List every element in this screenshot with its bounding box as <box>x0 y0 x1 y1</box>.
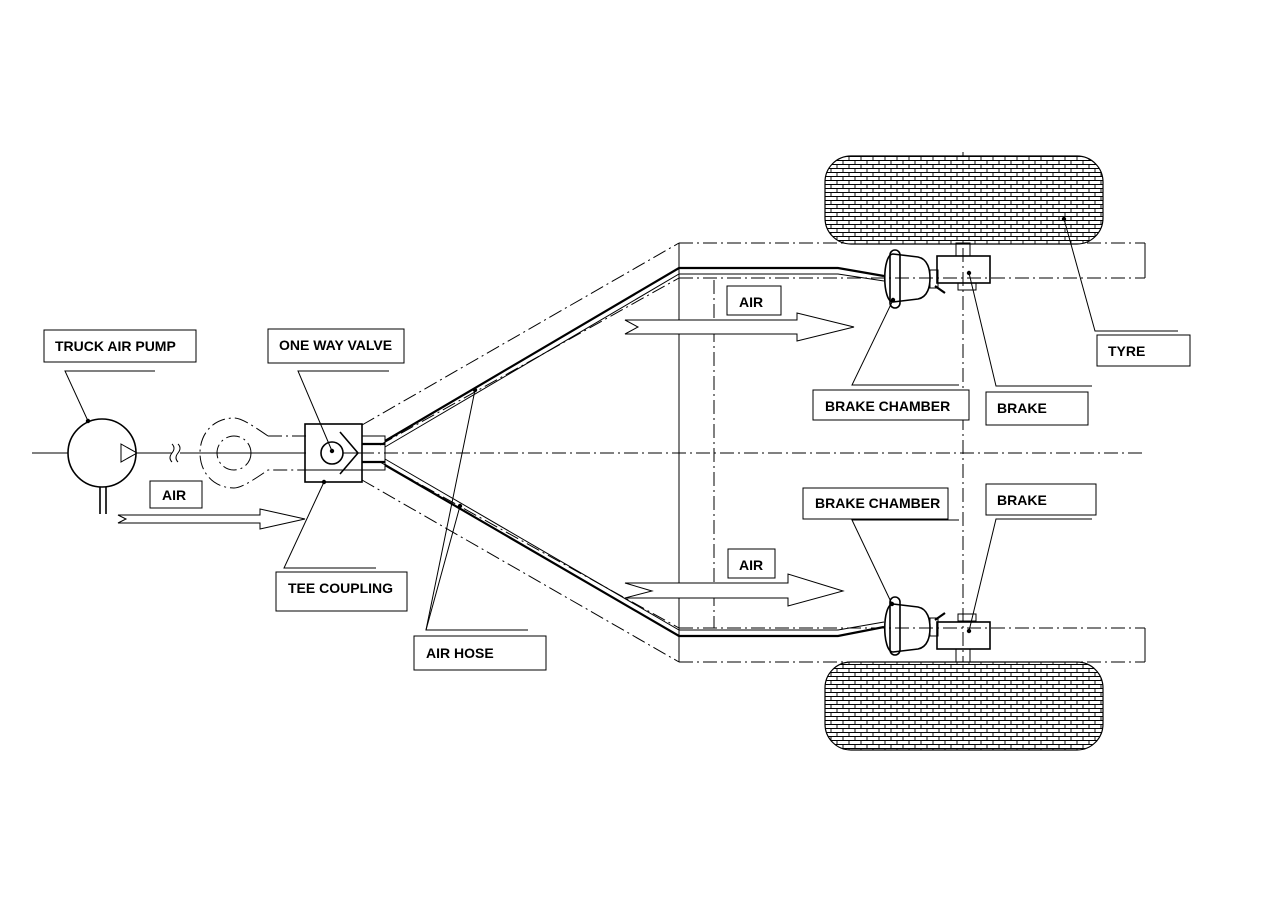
label-brake-chamber-bottom-text: BRAKE CHAMBER <box>815 495 940 511</box>
tyre-bottom <box>824 661 1104 751</box>
brake-assembly-top <box>884 242 991 309</box>
leader-lines <box>64 216 1178 634</box>
label-air-hose: AIR HOSE <box>413 635 547 671</box>
label-tyre: TYRE <box>1096 334 1191 367</box>
truck-air-pump <box>32 418 306 514</box>
label-brake-top: BRAKE <box>985 391 1089 426</box>
air-arrow-top <box>624 312 855 342</box>
label-air-bottom: AIR <box>727 548 776 579</box>
label-one-way-valve: ONE WAY VALVE <box>267 328 405 364</box>
label-tee-coupling: TEE COUPLING <box>275 571 408 612</box>
label-brake-top-text: BRAKE <box>997 400 1047 416</box>
air-arrow-bottom <box>624 573 845 607</box>
label-truck-air-pump: TRUCK AIR PUMP <box>43 329 197 363</box>
label-brake-chamber-bottom: BRAKE CHAMBER <box>802 487 949 520</box>
air-arrow-pump <box>117 508 306 530</box>
label-tyre-text: TYRE <box>1108 343 1145 359</box>
label-truck-air-pump-text: TRUCK AIR PUMP <box>55 338 176 354</box>
air-hose-bottom <box>384 458 885 638</box>
tow-eye <box>199 417 306 489</box>
tyre-top <box>824 155 1104 245</box>
label-tee-coupling-text: TEE COUPLING <box>288 580 393 596</box>
one-way-valve <box>320 431 362 475</box>
label-air-hose-text: AIR HOSE <box>426 645 494 661</box>
label-air-pump: AIR <box>149 480 203 509</box>
label-brake-bottom-text: BRAKE <box>997 492 1047 508</box>
label-air-pump-text: AIR <box>162 487 186 503</box>
label-brake-chamber-top: BRAKE CHAMBER <box>812 389 970 421</box>
label-air-top-text: AIR <box>739 294 763 310</box>
label-brake-bottom: BRAKE <box>985 483 1097 516</box>
label-brake-chamber-top-text: BRAKE CHAMBER <box>825 398 950 414</box>
label-air-bottom-text: AIR <box>739 557 763 573</box>
air-hose-top <box>384 266 885 448</box>
brake-assembly-bottom <box>884 596 991 663</box>
label-air-top: AIR <box>726 285 782 316</box>
label-one-way-valve-text: ONE WAY VALVE <box>279 337 392 353</box>
